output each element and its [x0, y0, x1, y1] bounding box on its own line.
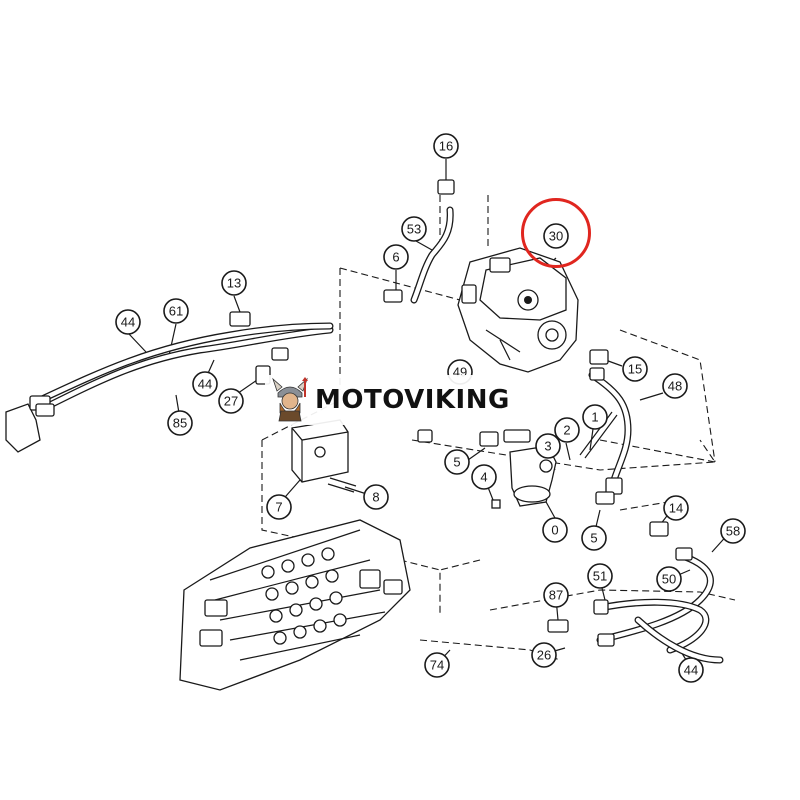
- svg-text:50: 50: [662, 572, 676, 587]
- svg-text:85: 85: [173, 416, 187, 431]
- callout-2: 2: [554, 417, 580, 443]
- highlight-circle: [521, 198, 591, 268]
- callout-53: 53: [401, 216, 427, 242]
- callout-14: 14: [663, 495, 689, 521]
- callout-61: 61: [163, 298, 189, 324]
- callout-87: 87: [543, 582, 569, 608]
- svg-text:87: 87: [549, 588, 563, 603]
- callout-1: 1: [582, 404, 608, 430]
- svg-text:16: 16: [439, 139, 453, 154]
- valve-block-part: [291, 419, 349, 483]
- svg-text:44: 44: [198, 377, 212, 392]
- callout-4: 4: [471, 464, 497, 490]
- watermark: MOTOVIKING: [265, 375, 535, 425]
- svg-text:1: 1: [591, 410, 598, 425]
- svg-text:0: 0: [551, 523, 558, 538]
- svg-text:5: 5: [453, 455, 460, 470]
- callout-85: 85: [167, 410, 193, 436]
- svg-text:5: 5: [590, 531, 597, 546]
- callout-44: 44: [115, 309, 141, 335]
- svg-text:44: 44: [684, 663, 698, 678]
- viking-mascot-icon: [272, 377, 308, 422]
- callout-5: 5: [444, 449, 470, 475]
- svg-text:61: 61: [169, 304, 183, 319]
- callout-51: 51: [587, 563, 613, 589]
- svg-text:8: 8: [372, 490, 379, 505]
- svg-text:27: 27: [224, 394, 238, 409]
- control-valve-bank-part: [179, 519, 411, 691]
- svg-text:53: 53: [407, 222, 421, 237]
- callout-58: 58: [720, 518, 746, 544]
- callout-50: 50: [656, 566, 682, 592]
- svg-text:3: 3: [544, 439, 551, 454]
- svg-text:2: 2: [563, 423, 570, 438]
- svg-text:4: 4: [480, 470, 487, 485]
- watermark-brand-text: MOTOVIKING: [315, 385, 510, 415]
- callout-44: 44: [678, 657, 704, 683]
- callout-0: 0: [542, 517, 568, 543]
- callout-74: 74: [424, 652, 450, 678]
- svg-text:6: 6: [392, 250, 399, 265]
- callout-7: 7: [266, 494, 292, 520]
- hydraulic-pump-part: [457, 247, 579, 373]
- svg-text:7: 7: [275, 500, 282, 515]
- callout-16: 16: [433, 133, 459, 159]
- svg-text:74: 74: [430, 658, 444, 673]
- svg-text:13: 13: [227, 276, 241, 291]
- callout-13: 13: [221, 270, 247, 296]
- callout-44: 44: [192, 371, 218, 397]
- callout-15: 15: [622, 356, 648, 382]
- callout-8: 8: [363, 484, 389, 510]
- svg-text:15: 15: [628, 362, 642, 377]
- svg-text:58: 58: [726, 524, 740, 539]
- callout-27: 27: [218, 388, 244, 414]
- hose-assemblies: [36, 206, 724, 664]
- tee-block-part: [5, 395, 55, 453]
- callout-3: 3: [535, 433, 561, 459]
- svg-text:26: 26: [537, 648, 551, 663]
- fittings: [229, 179, 693, 647]
- svg-text:44: 44: [121, 315, 135, 330]
- svg-text:48: 48: [668, 379, 682, 394]
- svg-text:14: 14: [669, 501, 683, 516]
- callout-6: 6: [383, 244, 409, 270]
- callout-48: 48: [662, 373, 688, 399]
- callout-5: 5: [581, 525, 607, 551]
- svg-text:51: 51: [593, 569, 607, 584]
- callout-26: 26: [531, 642, 557, 668]
